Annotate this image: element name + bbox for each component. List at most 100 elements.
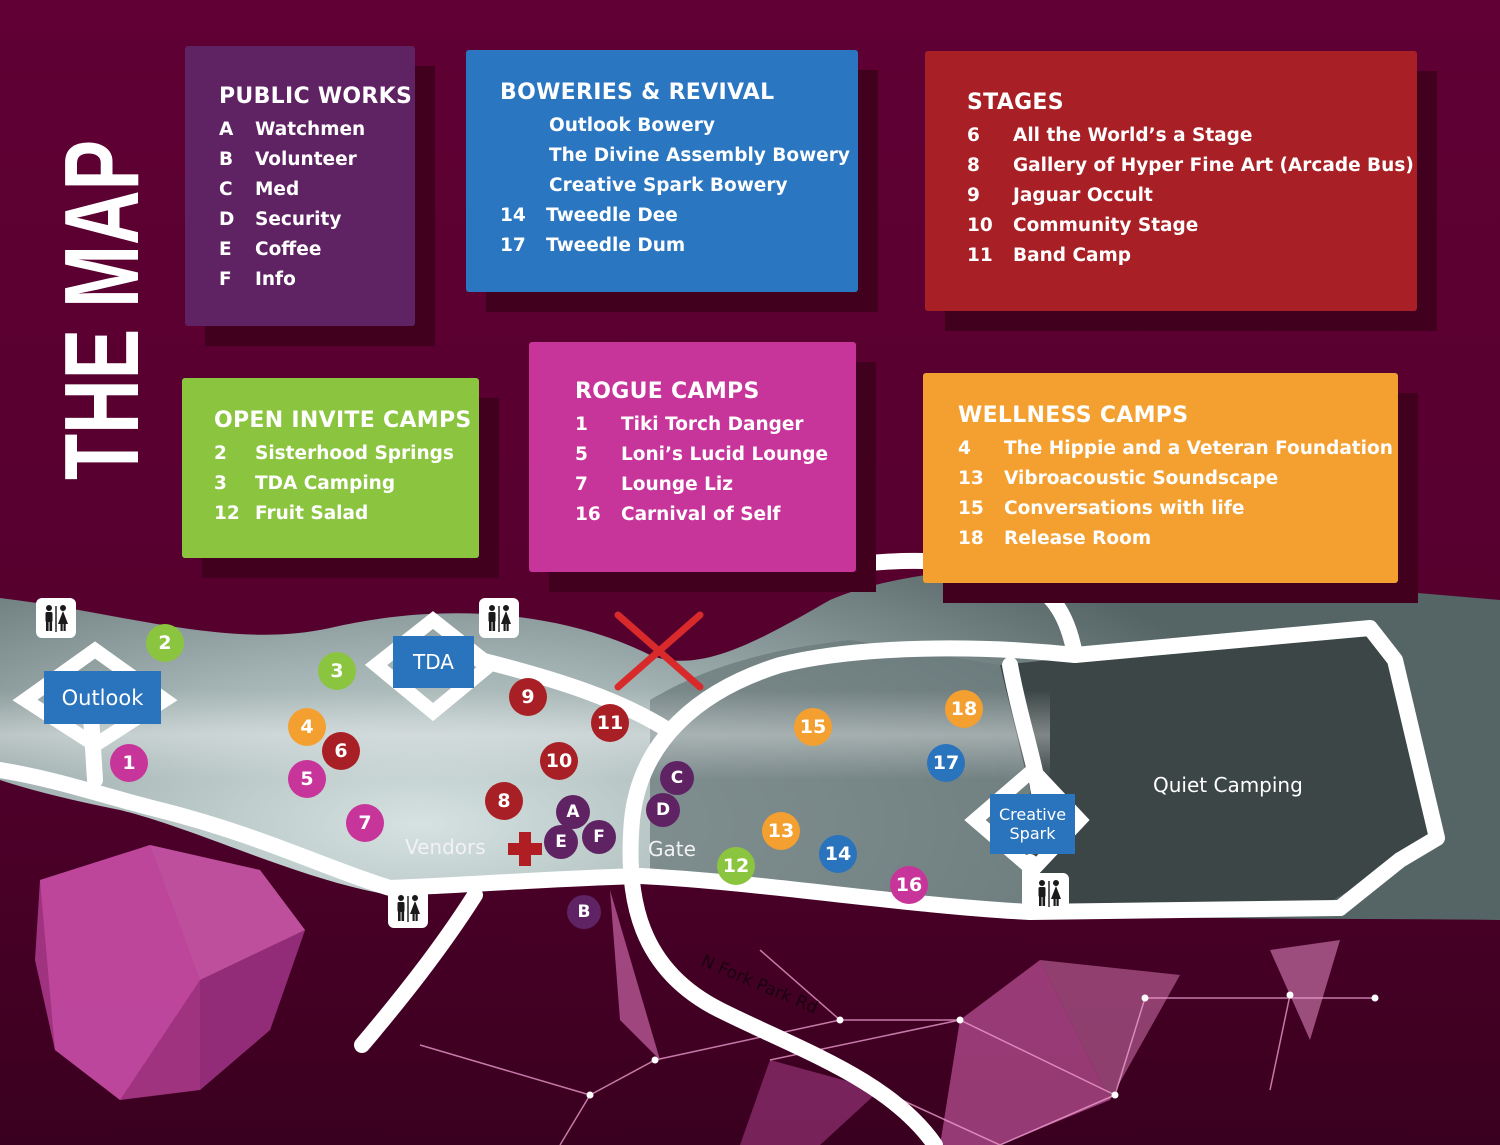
legend-item-label: Community Stage: [1013, 215, 1199, 236]
legend-item-number: C: [219, 179, 233, 200]
legend-item: 6 All the World’s a Stage: [967, 121, 1417, 151]
public-works-heading: PUBLIC WORKS: [219, 84, 413, 109]
map-marker-13: 13: [762, 812, 800, 850]
legend-item: Outlook Bowery: [500, 111, 858, 141]
gate-label: Gate: [648, 837, 696, 861]
tda-label: TDA: [393, 636, 474, 688]
legend-item-label: Coffee: [255, 239, 322, 260]
restroom-glyph: [45, 605, 68, 632]
legend-item-label: Loni’s Lucid Lounge: [621, 444, 829, 465]
legend-item-label: Carnival of Self: [621, 504, 781, 525]
map-marker-9: 9: [509, 678, 547, 716]
wellness-heading: WELLNESS CAMPS: [958, 403, 1189, 428]
legend-item: 14 Tweedle Dee: [500, 201, 858, 231]
legend-item-number: 6: [967, 125, 980, 146]
title-text: THE MAP: [50, 140, 145, 480]
legend-item: 4 The Hippie and a Veteran Foundation: [958, 434, 1398, 464]
map-marker-12: 12: [717, 847, 755, 885]
map-marker-f: F: [582, 820, 616, 854]
legend-item: 16 Carnival of Self: [575, 500, 856, 530]
legend-item-label: Sisterhood Springs: [255, 443, 454, 464]
outlook-label: Outlook: [44, 671, 161, 724]
legend-item-label: The Hippie and a Veteran Foundation: [1004, 438, 1393, 459]
map-marker-18: 18: [945, 690, 983, 728]
map-marker-e: E: [544, 825, 578, 859]
legend-item-number: E: [219, 239, 232, 260]
legend-item: 10 Community Stage: [967, 211, 1417, 241]
legend-item-label: Tiki Torch Danger: [621, 414, 804, 435]
legend-item-number: 15: [958, 498, 984, 519]
legend-item: 15 Conversations with life: [958, 494, 1398, 524]
map-marker-16: 16: [890, 866, 928, 904]
rogue-heading: ROGUE CAMPS: [575, 379, 760, 404]
legend-item-label: Creative Spark Bowery: [549, 175, 788, 196]
legend-item-number: 2: [214, 443, 227, 464]
map-marker-17: 17: [927, 744, 965, 782]
legend-item: C Med: [219, 175, 415, 205]
legend-item-label: Security: [255, 209, 342, 230]
map-marker-15: 15: [794, 708, 832, 746]
legend-item: E Coffee: [219, 235, 415, 265]
legend-item-label: Tweedle Dee: [546, 205, 678, 226]
boweries-heading: BOWERIES & REVIVAL: [500, 80, 775, 105]
legend-item-label: Jaguar Occult: [1013, 185, 1153, 206]
legend-item-label: Fruit Salad: [255, 503, 369, 524]
legend-item-label: Outlook Bowery: [549, 115, 715, 136]
legend-item: 9 Jaguar Occult: [967, 181, 1417, 211]
legend-item-number: 4: [958, 438, 971, 459]
legend-item-number: 18: [958, 528, 984, 549]
legend-item-label: Tweedle Dum: [546, 235, 686, 256]
legend-item-label: Lounge Liz: [621, 474, 733, 495]
outlook-text: Outlook: [61, 685, 144, 710]
map-marker-14: 14: [819, 835, 857, 873]
map-marker-a: A: [556, 795, 590, 829]
quiet-camping-label: Quiet Camping: [1153, 773, 1303, 797]
map-marker-1: 1: [110, 744, 148, 782]
restroom-icon: [1029, 873, 1069, 913]
legend-item: D Security: [219, 205, 415, 235]
restroom-glyph: [1038, 880, 1061, 907]
legend-item-number: 11: [967, 245, 993, 266]
map-marker-c: C: [660, 761, 694, 795]
map-marker-8: 8: [485, 782, 523, 820]
legend-item-label: The Divine Assembly Bowery: [549, 145, 850, 166]
legend-item-label: Watchmen: [255, 119, 366, 140]
stages-heading: STAGES: [967, 90, 1064, 115]
restroom-icon: [36, 598, 76, 638]
legend-item-label: Volunteer: [255, 149, 357, 170]
legend-item-number: 14: [500, 205, 526, 226]
legend-item-label: Med: [255, 179, 300, 200]
open-invite-heading: OPEN INVITE CAMPS: [214, 408, 472, 433]
quiet-camping-area: [1000, 628, 1440, 912]
legend-item-number: 3: [214, 473, 227, 494]
map-marker-11: 11: [591, 704, 629, 742]
legend-item-label: Gallery of Hyper Fine Art (Arcade Bus): [1013, 155, 1414, 176]
legend-item-number: 16: [575, 504, 601, 525]
medical-cross-icon: [508, 832, 542, 866]
map-marker-3: 3: [318, 652, 356, 690]
legend-item-number: 10: [967, 215, 993, 236]
legend-item-number: D: [219, 209, 235, 230]
legend-item-number: 9: [967, 185, 980, 206]
legend-item-label: All the World’s a Stage: [1013, 125, 1253, 146]
closed-area-x-icon: [614, 611, 704, 691]
restroom-glyph: [397, 895, 420, 922]
legend-item-label: Conversations with life: [1004, 498, 1245, 519]
